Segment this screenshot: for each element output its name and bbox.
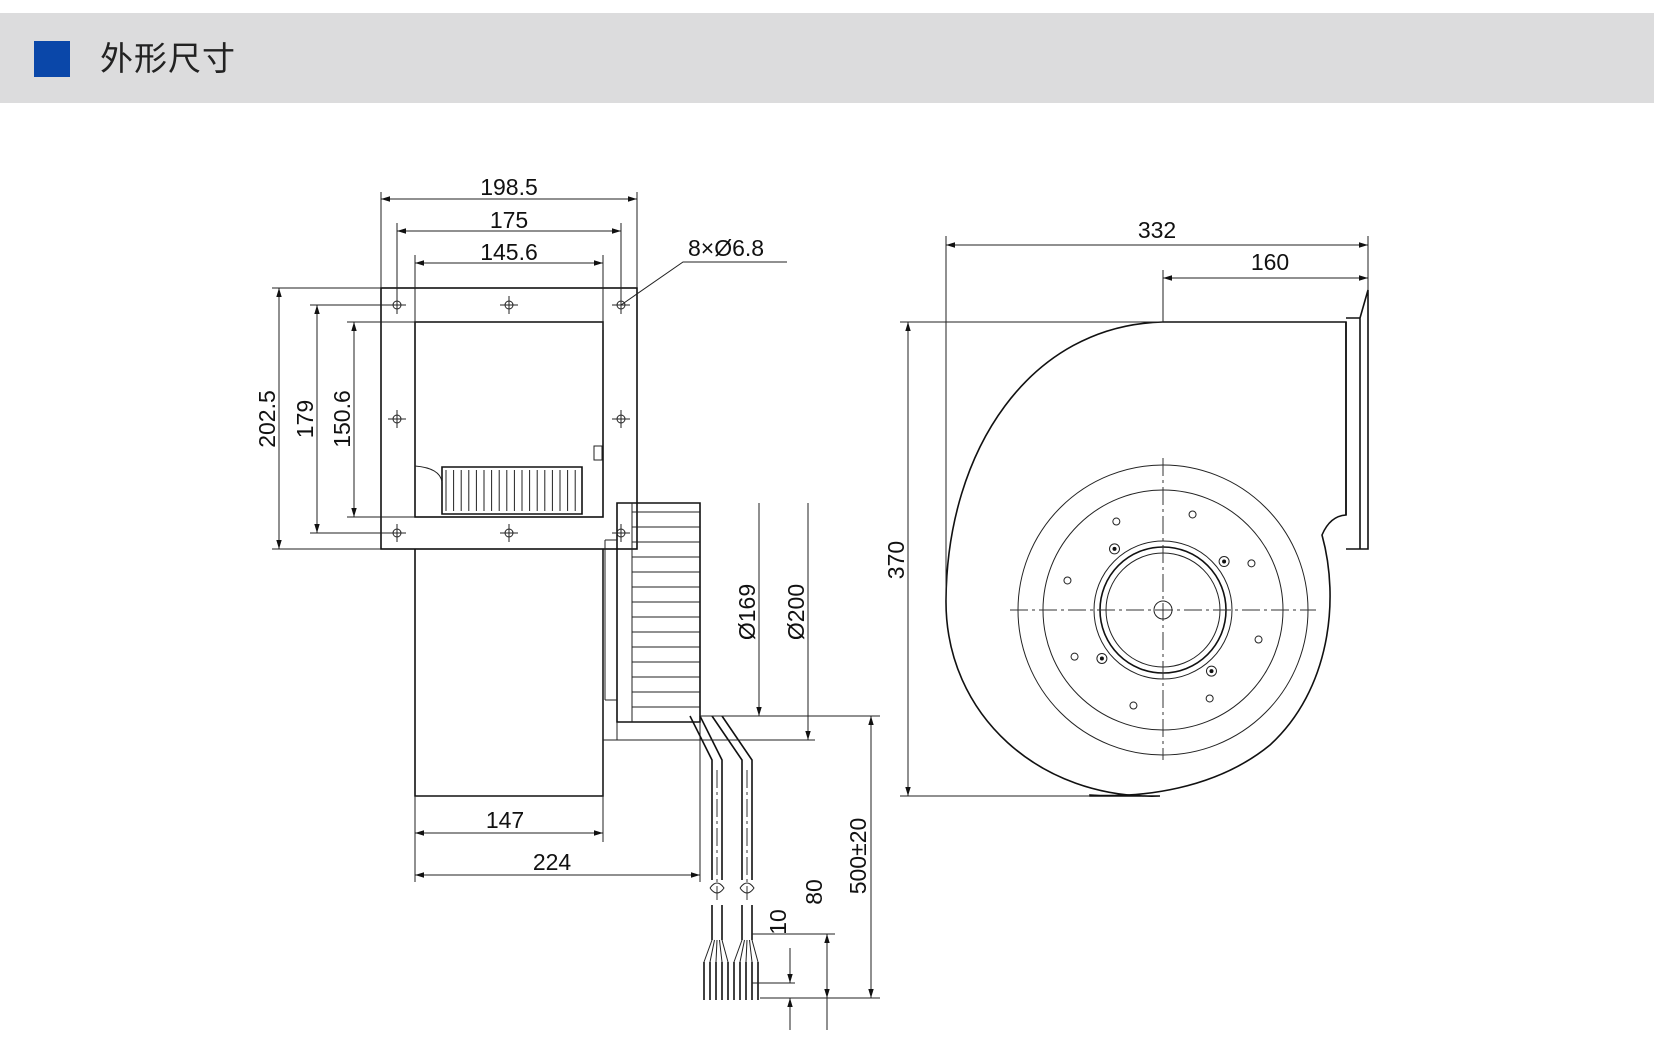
scroll-housing [414,549,604,797]
dim-height-pitch-outer: 179 [292,400,318,438]
dim-overall-depth: 224 [533,849,572,875]
dim-motor-dia-large: Ø200 [783,584,809,640]
dim-side-overall-height: 370 [883,541,909,579]
dim-holes: 8×Ø6.8 [688,235,764,261]
dim-housing-depth: 147 [486,807,524,833]
section-marker-square [34,41,70,77]
dim-wire-end: 10 [765,909,791,935]
dim-cable-length: 500±20 [845,818,871,895]
dim-height-pitch-inner: 150.6 [329,390,355,448]
dim-overall-height: 202.5 [254,390,280,448]
impeller-blades [414,465,583,515]
dim-strip-length: 80 [801,879,827,905]
dim-hole-pitch-inner: 145.6 [480,239,538,265]
front-view-dimensions: 198.5 175 145.6 8×Ø6.8 202.5 179 150.6 Ø… [254,174,880,1030]
mounting-holes [388,296,630,542]
section-header: 外形尺寸 [0,13,1654,103]
dim-center-to-outlet: 160 [1251,249,1289,275]
mounting-flange [380,287,638,550]
section-title: 外形尺寸 [100,39,236,78]
volute-housing [945,321,1347,797]
bolt-holes [1063,510,1263,710]
dim-overall-width: 198.5 [480,174,538,200]
side-view-dimensions: 332 160 370 [883,217,1369,797]
dim-side-overall-width: 332 [1138,217,1176,243]
cable-bundle [689,715,759,1000]
dim-hole-pitch-outer: 175 [490,207,528,233]
dim-motor-dia-small: Ø169 [734,584,760,640]
side-view [945,289,1369,797]
motor [604,502,701,741]
front-view [380,287,759,1000]
